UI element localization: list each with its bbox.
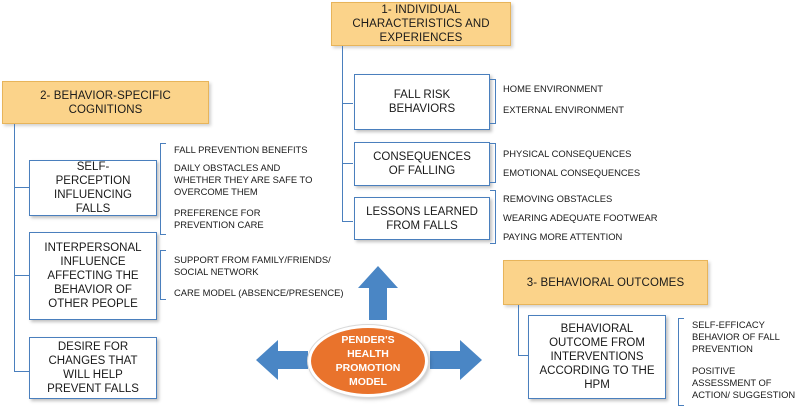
bracket bbox=[160, 143, 166, 235]
list-item: HOME ENVIRONMENT bbox=[503, 83, 604, 94]
arrow-left-icon bbox=[256, 340, 308, 380]
list-item: CARE MODEL (ABSENCE/PRESENCE) bbox=[174, 287, 344, 298]
list-item: EXTERNAL ENVIRONMENT bbox=[503, 104, 625, 115]
section3-header: 3- BEHAVIORAL OUTCOMES bbox=[503, 260, 708, 305]
section3-trunk-line bbox=[518, 305, 519, 355]
list-item: FALL PREVENTION BENEFITS bbox=[174, 144, 308, 155]
list-item: WEARING ADEQUATE FOOTWEAR bbox=[503, 212, 658, 223]
list-item: PREFERENCE FOR PREVENTION CARE bbox=[174, 207, 264, 230]
behavioral-outcome-box: BEHAVIORAL OUTCOME FROM INTERVENTIONS AC… bbox=[528, 315, 666, 399]
list-item: REMOVING OBSTACLES bbox=[503, 193, 613, 204]
penders-health-promotion-model-hub: PENDER'S HEALTH PROMOTION MODEL bbox=[308, 325, 428, 397]
consequences-of-falling-box: CONSEQUENCES OF FALLING bbox=[354, 142, 490, 186]
bracket bbox=[160, 250, 166, 300]
section2-header: 2- BEHAVIOR-SPECIFIC COGNITIONS bbox=[2, 81, 209, 124]
list-item: DAILY OBSTACLES AND WHETHER THEY ARE SAF… bbox=[174, 162, 313, 197]
interpersonal-influence-box: INTERPERSONAL INFLUENCE AFFECTING THE BE… bbox=[29, 232, 157, 320]
list-item: PHYSICAL CONSEQUENCES bbox=[503, 148, 632, 159]
list-item: POSITIVE ASSESSMENT OF ACTION/ SUGGESTIO… bbox=[692, 365, 796, 400]
section2-connector bbox=[14, 187, 29, 188]
bracket bbox=[490, 79, 496, 124]
section1-connector bbox=[342, 221, 353, 222]
section2-connector bbox=[14, 371, 29, 372]
desire-for-changes-box: DESIRE FOR CHANGES THAT WILL HELP PREVEN… bbox=[29, 337, 157, 399]
section1-connector bbox=[342, 163, 353, 164]
list-item: SUPPORT FROM FAMILY/FRIENDS/ SOCIAL NETW… bbox=[174, 254, 331, 277]
bracket bbox=[678, 318, 684, 406]
section3-connector bbox=[518, 355, 528, 356]
section2-trunk-line bbox=[14, 124, 15, 372]
bracket bbox=[490, 190, 496, 244]
section2-connector bbox=[14, 275, 29, 276]
list-item: SELF-EFFICACY BEHAVIOR OF FALL PREVENTIO… bbox=[692, 319, 780, 354]
self-perception-box: SELF-PERCEPTION INFLUENCING FALLS bbox=[29, 160, 157, 216]
arrow-up-icon bbox=[358, 266, 398, 320]
fall-risk-behaviors-box: FALL RISK BEHAVIORS bbox=[354, 74, 490, 130]
list-item: EMOTIONAL CONSEQUENCES bbox=[503, 167, 641, 178]
bracket bbox=[490, 143, 496, 183]
lessons-learned-box: LESSONS LEARNED FROM FALLS bbox=[354, 197, 490, 240]
section1-header: 1- INDIVIDUAL CHARACTERISTICS AND EXPERI… bbox=[331, 2, 511, 46]
section1-trunk-line bbox=[342, 46, 343, 222]
list-item: PAYING MORE ATTENTION bbox=[503, 231, 623, 242]
section1-connector bbox=[342, 103, 353, 104]
arrow-right-icon bbox=[430, 340, 482, 380]
